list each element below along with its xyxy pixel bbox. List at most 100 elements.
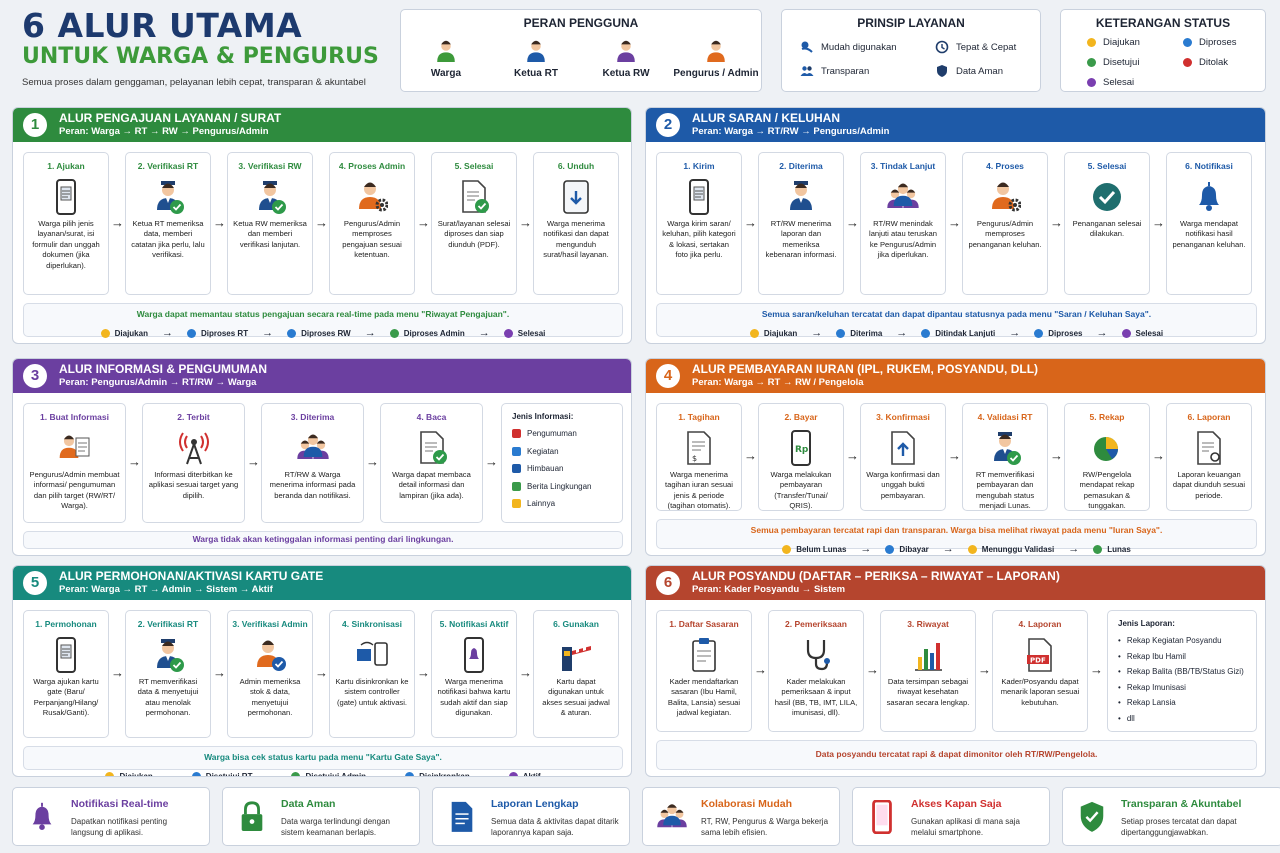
step-title: 3. Verifikasi Admin <box>232 619 308 629</box>
step-title: 5. Selesai <box>1087 161 1127 171</box>
person-icon <box>436 40 456 64</box>
report-type-label: Rekap Lansia <box>1126 698 1176 707</box>
step-title: 5. Rekap <box>1089 412 1125 422</box>
status-dot <box>1034 328 1044 338</box>
page-tagline: Semua proses dalam genggaman, pelayanan … <box>22 77 366 88</box>
person-icon <box>526 40 546 64</box>
step-description: Warga konfirmasi dan unggah bukti pembay… <box>866 470 940 500</box>
status-legend-item: Diproses <box>1183 37 1237 48</box>
step-title: 3. Riwayat <box>907 619 949 629</box>
arrow-right-icon: → <box>417 214 430 230</box>
phone-form-icon <box>683 179 715 215</box>
report-type-item: •Rekap Lansia <box>1118 698 1246 707</box>
panel-number: 2 <box>656 113 680 137</box>
principle-label: Tepat & Cepat <box>956 41 1017 53</box>
step-title: 3. Tindak Lanjut <box>870 161 936 171</box>
feature-title: Laporan Lengkap <box>491 798 579 810</box>
step-description: Admin memeriksa stok & data, menyetujui … <box>239 677 301 718</box>
status-flow-item: Dibayar <box>885 544 929 554</box>
status-legend-title: KETERANGAN STATUS <box>1095 16 1231 30</box>
team-icon <box>296 430 329 466</box>
report-type-item: • Rekap Balita (BB/TB/Status Gizi) <box>1118 667 1246 676</box>
arrow-right-icon: → <box>1152 448 1165 463</box>
arrow-right-icon: → <box>744 448 757 463</box>
invoice-icon: $ <box>683 430 715 466</box>
status-flow-item: Diajukan <box>100 328 148 338</box>
step-description: Kader melakukan pemeriksaan & input hasi… <box>774 677 858 718</box>
status-flow-item: Belum Lunas <box>782 544 846 554</box>
info-types-title: Jenis Informasi: <box>512 412 574 421</box>
info-type-label: Kegiatan <box>527 446 559 456</box>
step-description: Warga kirim saran/ keluhan, pilih katego… <box>662 219 736 260</box>
arrow-right-icon: → <box>1096 327 1108 339</box>
info-type-item: Himbauan <box>512 464 612 473</box>
report-type-label: Rekap Balita (BB/TB/Status Gizi) <box>1126 667 1244 676</box>
status-flow-label: Ditindak Lanjuti <box>935 328 996 338</box>
admin-doc-icon <box>59 430 91 466</box>
document-icon <box>447 800 477 834</box>
bullet-icon: • <box>1118 682 1121 692</box>
status-flow-item: Aktif <box>508 771 541 776</box>
step-title: 4. Sinkronisasi <box>342 619 402 629</box>
step-description: Warga dapat membaca detail informasi dan… <box>392 470 471 500</box>
panel-title: ALUR INFORMASI & PENGUMUMAN <box>59 362 267 376</box>
step-title: 4. Proses <box>986 161 1024 171</box>
panel-title: ALUR PENGAJUAN LAYANAN / SURAT <box>59 111 282 125</box>
panel-number: 3 <box>23 364 47 388</box>
status-flow-item: Diproses <box>1034 328 1083 338</box>
step-description: Warga menerima tagihan iuran sesuai jeni… <box>665 470 733 511</box>
step-description: Warga menerima notifikasi dan dapat meng… <box>543 219 609 260</box>
info-type-icon <box>512 429 521 438</box>
panel-note: Warga dapat memantau status pengajuan se… <box>23 303 623 339</box>
principle-item: Tepat & Cepat <box>935 40 1016 54</box>
report-type-label: dll <box>1126 713 1135 723</box>
panel-title: ALUR PERMOHONAN/AKTIVASI KARTU GATE <box>59 569 324 583</box>
role-item: Ketua RW <box>581 40 671 79</box>
arrow-right-icon: → <box>754 662 767 677</box>
status-flow-label: Disetujui RT <box>205 771 253 777</box>
phone-bell-icon <box>458 637 490 673</box>
bullet-icon: • <box>1118 651 1121 661</box>
status-flow-item: Diajukan <box>749 328 797 338</box>
team-icon <box>657 800 687 834</box>
phone-rp-icon: Rp <box>785 430 817 466</box>
panel-role: Peran: Warga → RT → Admin → Sistem → Akt… <box>59 584 273 595</box>
status-legend-item: Disetujui <box>1087 57 1139 68</box>
step-description: Penanganan selesai dilakukan. <box>1072 219 1142 239</box>
check-circle-icon <box>1091 179 1123 215</box>
role-item: Warga <box>401 40 491 79</box>
feature-title: Transparan & Akuntabel <box>1121 798 1242 810</box>
panel-note: Warga bisa cek status kartu pada menu "K… <box>23 746 623 776</box>
arrow-right-icon: → <box>860 543 872 555</box>
bar-chart-icon <box>912 637 944 673</box>
feature-title: Akses Kapan Saja <box>911 798 1002 810</box>
panel-role: Peran: Warga → RT/RW → Pengurus/Admin <box>692 126 890 137</box>
panel-title: ALUR PEMBAYARAN IURAN (IPL, RUKEM, POSYA… <box>692 362 1039 376</box>
status-flow-item: Diproses RW <box>287 328 351 338</box>
stethoscope-icon <box>800 637 832 673</box>
status-flow-label: Disinkronkan <box>419 771 470 777</box>
step-title: 5. Notifikasi Aktif <box>439 619 509 629</box>
status-flow-label: Diproses RW <box>301 328 351 338</box>
bullet-icon: • <box>1118 667 1121 676</box>
step-description: Warga ajukan kartu gate (Baru/ Perpanjan… <box>33 677 99 718</box>
report-type-label: Rekap Ibu Hamil <box>1126 651 1186 661</box>
info-type-item: Pengumuman <box>512 429 612 438</box>
admin-gear-icon <box>356 179 389 215</box>
